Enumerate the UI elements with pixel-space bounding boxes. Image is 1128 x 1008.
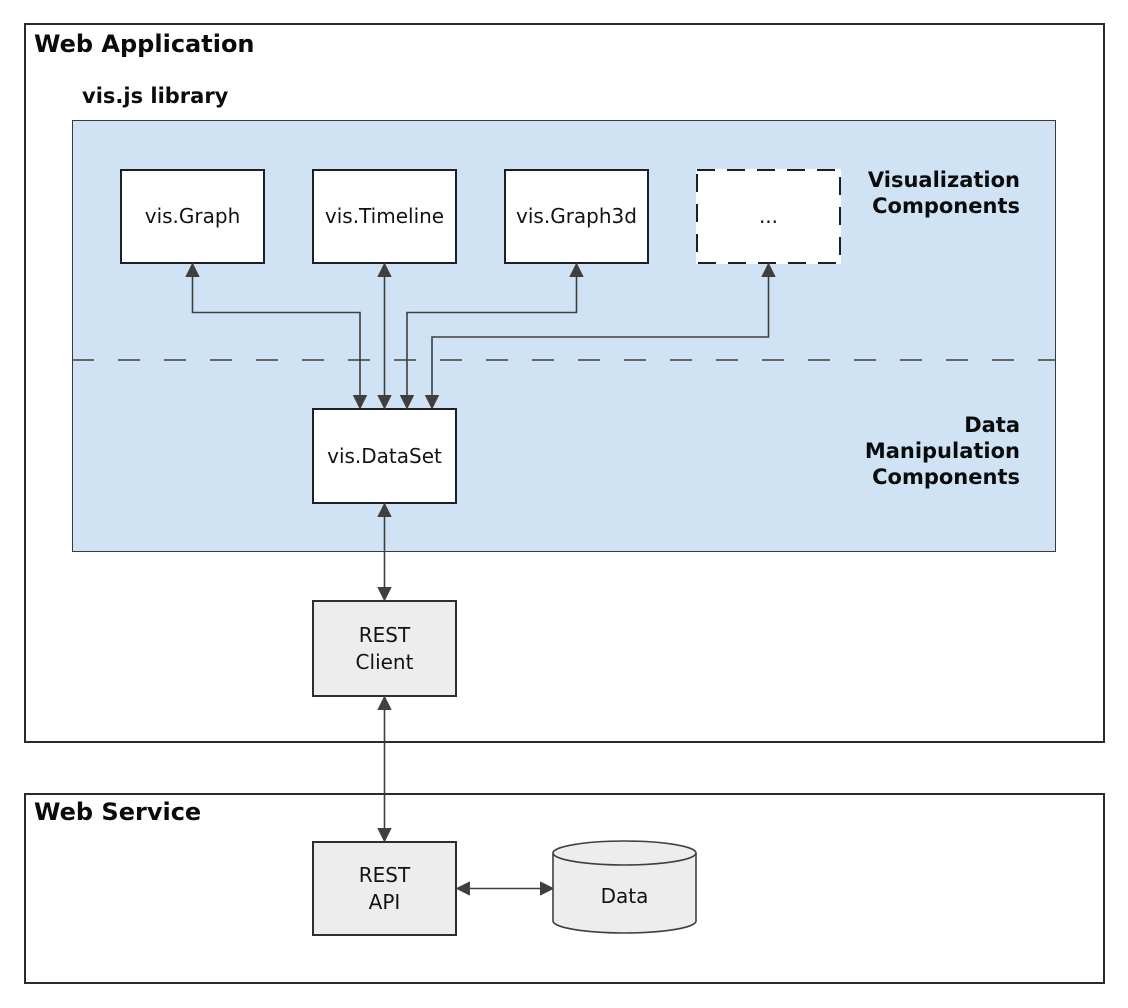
data-store-label: Data xyxy=(553,866,696,926)
component-label-vis-graph: vis.Graph xyxy=(144,204,241,228)
data-manipulation-label-line1: Data xyxy=(964,413,1020,437)
dataset-label: vis.DataSet xyxy=(327,443,442,468)
rest-api-label-line1: REST xyxy=(358,862,411,887)
rest-client-box: REST Client xyxy=(312,600,457,697)
component-label-vis-graph3d: vis.Graph3d xyxy=(516,204,637,228)
web-application-title: Web Application xyxy=(34,30,255,58)
data-manipulation-label-line2: Manipulation xyxy=(864,439,1020,463)
rest-api-label-line2: API xyxy=(368,889,401,914)
visualization-components-label-line1: Visualization xyxy=(867,168,1020,192)
visualization-components-label-line2: Components xyxy=(872,194,1020,218)
component-label-more: ... xyxy=(758,204,779,228)
rest-client-label-line2: Client xyxy=(355,649,414,674)
component-box-vis-graph3d: vis.Graph3d xyxy=(504,169,649,264)
component-label-vis-timeline: vis.Timeline xyxy=(324,204,445,228)
web-service-title: Web Service xyxy=(34,798,202,826)
data-manipulation-label-line3: Components xyxy=(872,465,1020,489)
data-manipulation-components-label: Data Manipulation Components xyxy=(865,412,1020,490)
visjs-library-title: vis.js library xyxy=(82,84,229,108)
component-box-vis-graph: vis.Graph xyxy=(120,169,265,264)
dataset-box: vis.DataSet xyxy=(312,408,457,504)
visualization-components-label: Visualization Components xyxy=(868,167,1020,219)
data-store-label-text: Data xyxy=(600,884,649,908)
component-box-vis-timeline: vis.Timeline xyxy=(312,169,457,264)
component-box-more: ... xyxy=(696,169,841,264)
rest-client-label-line1: REST xyxy=(358,622,411,647)
rest-api-box: REST API xyxy=(312,841,457,936)
